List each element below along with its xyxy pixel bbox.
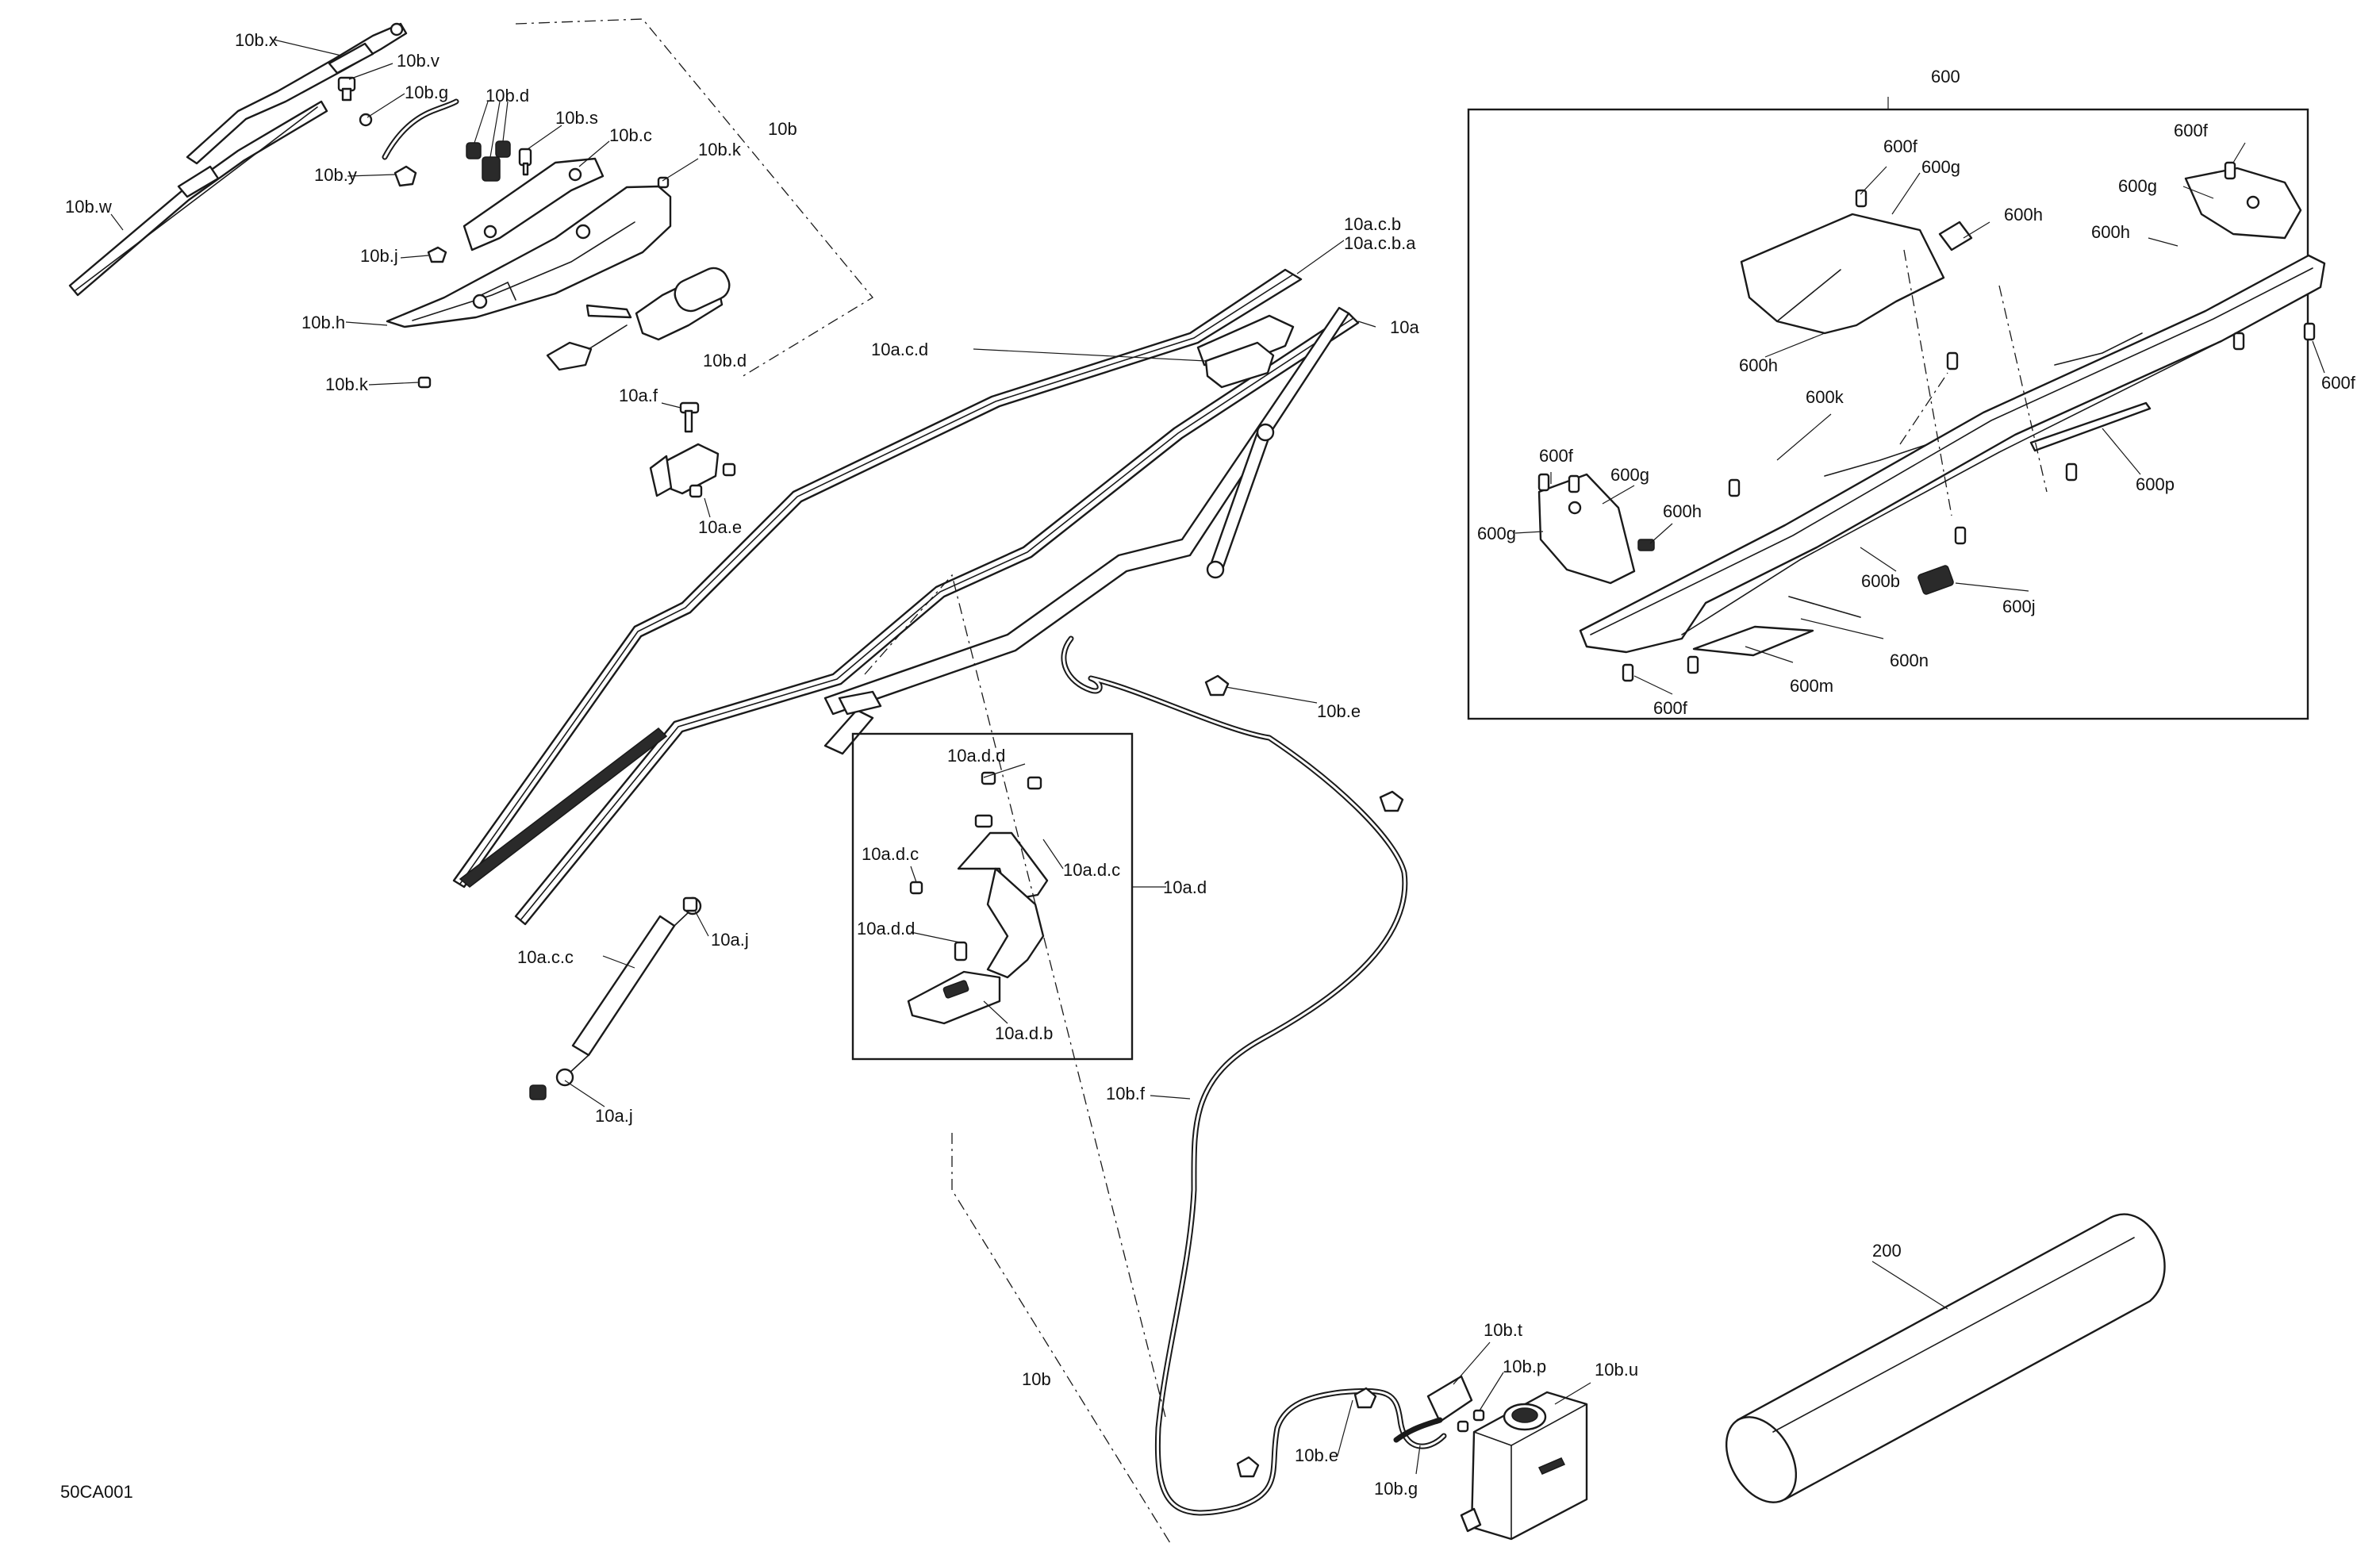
label-600g-c: 600g [1610,465,1649,485]
screw-10b-p [1457,1409,1485,1433]
label-600h-c: 600h [2091,222,2130,242]
screw-10b-k-bot [417,376,432,389]
label-600j: 600j [2002,597,2036,616]
fastener-10b-v [337,76,356,102]
label-10a-d-d: 10a.d.d [947,746,1005,766]
washer-hose-10b-f [1061,635,1447,1516]
hinge-strut-right [1206,423,1275,579]
dashed-lines [515,18,2048,1543]
label-10b-t: 10b.t [1484,1320,1522,1340]
mount-10a-c-d [1204,341,1275,389]
label-10b-d-motor: 10b.d [703,351,747,370]
part-labels: 10b.x 10b.v 10b.g 10b.d 10b.s 10b.c 10b.… [60,30,2356,1502]
label-10a-d-c-left: 10a.d.c [862,844,919,864]
label-10b-y: 10b.y [314,165,357,185]
detail-box-10a-d [851,732,1134,1061]
wiper-blade-on-frame [459,727,668,888]
label-600f-c: 600f [2321,373,2356,393]
label-10b-group-bot: 10b [1022,1369,1051,1389]
wiper-motor [546,267,731,371]
label-10b-c: 10b.c [609,125,652,145]
label-10a-c-b-a: 10a.c.b.a [1344,233,1416,253]
hose-10b-g-top [382,98,459,160]
hose-clip-10b-e-bot [1236,1387,1377,1478]
label-600k: 600k [1806,387,1844,407]
label-600g-b: 600g [2118,176,2157,196]
grommets-10b-d [466,140,511,182]
label-10a-c-b: 10a.c.b [1344,214,1401,234]
label-10b-h: 10b.h [301,313,345,332]
nut-10b-y [393,165,417,187]
label-10b-j: 10b.j [360,246,398,266]
label-600g-a: 600g [1921,157,1960,177]
gas-strut-10a-c-c [529,896,702,1100]
label-600: 600 [1931,67,1960,86]
label-10b-e-top: 10b.e [1317,701,1361,721]
label-10b-u: 10b.u [1595,1360,1638,1380]
label-10b-k-bot: 10b.k [325,374,369,394]
label-600p: 600p [2136,474,2175,494]
wiper-blade [68,100,328,297]
label-10a-d-b: 10a.d.b [995,1023,1053,1043]
label-600f-e: 600f [1653,698,1688,718]
label-10b-w: 10b.w [65,197,112,217]
label-600h-d: 600h [1663,501,1702,521]
hose-10b-g-bot [1393,1417,1443,1443]
label-600b: 600b [1861,571,1900,591]
label-600m: 600m [1790,676,1833,696]
fastener-10b-s [518,148,532,176]
label-600f-b: 600f [2174,121,2209,140]
label-10b-g-top: 10b.g [405,83,448,102]
washer-reservoir-10b-u [1460,1391,1588,1541]
label-10b-x: 10b.x [235,30,278,50]
bracket-10b-t [1426,1375,1473,1423]
label-10a-j-top: 10a.j [711,930,749,950]
label-10b-f: 10b.f [1106,1084,1146,1104]
label-10b-d-top: 10b.d [486,86,529,106]
label-10a-c-d: 10a.c.d [871,340,928,359]
label-10b-p: 10b.p [1503,1357,1546,1376]
label-10a-e: 10a.e [698,517,742,537]
bracket-10b-c [463,157,605,251]
hose-clip-10b-e-top [1204,674,1404,812]
leader-lines [110,39,2325,1475]
label-10a: 10a [1390,317,1419,337]
label-10a-j-bot: 10a.j [595,1106,633,1126]
label-600f-a: 600f [1883,136,1918,156]
detail-box-600 [1467,108,2326,720]
label-10b-v: 10b.v [397,51,440,71]
label-10a-f: 10a.f [619,386,658,405]
label-600g-d: 600g [1477,524,1516,543]
label-10a-d-d-2: 10a.d.d [857,919,915,938]
drawing-id: 50CA001 [60,1482,133,1502]
nuts-10a-e [689,463,736,498]
housing-10b-h [386,185,672,328]
nut-10b-j [427,246,447,263]
label-600h-b: 600h [1739,355,1778,375]
screw-10b-k-top [657,176,670,189]
label-10a-d: 10a.d [1163,877,1207,897]
label-10b-group: 10b [768,119,797,139]
label-10a-c-c: 10a.c.c [517,947,574,967]
label-600h-a: 600h [2004,205,2043,225]
cylinder-200 [1725,1213,2166,1503]
frame-outer-10a-c [452,268,1303,889]
label-10b-s: 10b.s [555,108,598,128]
bracket-10a-e [649,443,720,497]
label-10a-d-c-right: 10a.d.c [1063,860,1120,880]
screw-10a-f [679,401,700,433]
label-600n: 600n [1890,651,1929,670]
frame-inner-10a [514,306,1360,926]
label-200: 200 [1872,1241,1902,1261]
label-10b-e-bot: 10b.e [1295,1445,1338,1465]
label-10b-k-top: 10b.k [698,140,742,159]
label-10b-g-bot: 10b.g [1374,1479,1418,1499]
label-600f-d: 600f [1539,446,1574,466]
wiper-arm [186,22,408,165]
